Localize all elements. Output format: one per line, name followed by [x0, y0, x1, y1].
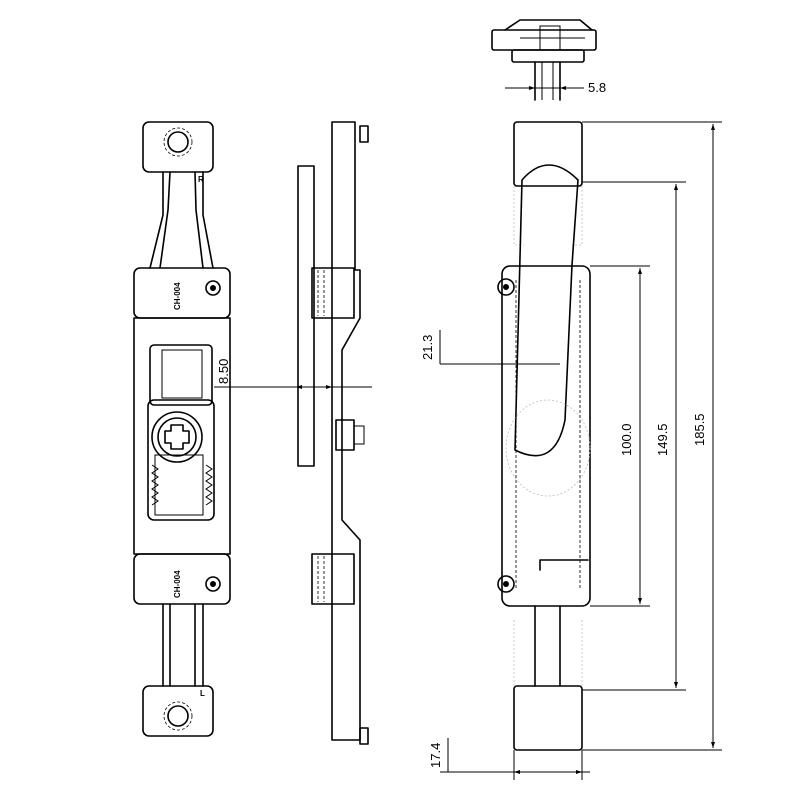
dim-top-gap-label: 5.8: [588, 80, 606, 95]
dim-inner-span: 100.0: [619, 268, 642, 604]
dim-mid-span: 149.5: [655, 184, 678, 688]
dim-side-offset: 8.50: [214, 359, 372, 389]
top-view: [491, 19, 597, 101]
elevation-view: [497, 121, 591, 751]
mark-right: R: [198, 175, 204, 184]
dim-end-height: 17.4: [428, 738, 590, 780]
dim-mid-span-label: 149.5: [655, 423, 670, 456]
dim-top-offset: 21.3: [420, 330, 560, 365]
mark-left: L: [200, 689, 205, 698]
dim-top-offset-label: 21.3: [420, 335, 435, 360]
extension-lines: [582, 121, 722, 751]
upper-part-code: CH-004: [173, 282, 182, 310]
front-view: R CH-004 CH-004 L: [133, 121, 231, 737]
dim-overall-length-label: 185.5: [692, 413, 707, 446]
dim-inner-span-label: 100.0: [619, 423, 634, 456]
lower-part-code: CH-004: [173, 570, 182, 598]
dim-end-height-label: 17.4: [428, 743, 443, 768]
side-view: [297, 121, 369, 745]
dim-top-gap: 5.8: [505, 80, 606, 95]
dim-side-offset-label: 8.50: [216, 359, 231, 384]
dim-overall-length: 185.5: [692, 124, 715, 748]
